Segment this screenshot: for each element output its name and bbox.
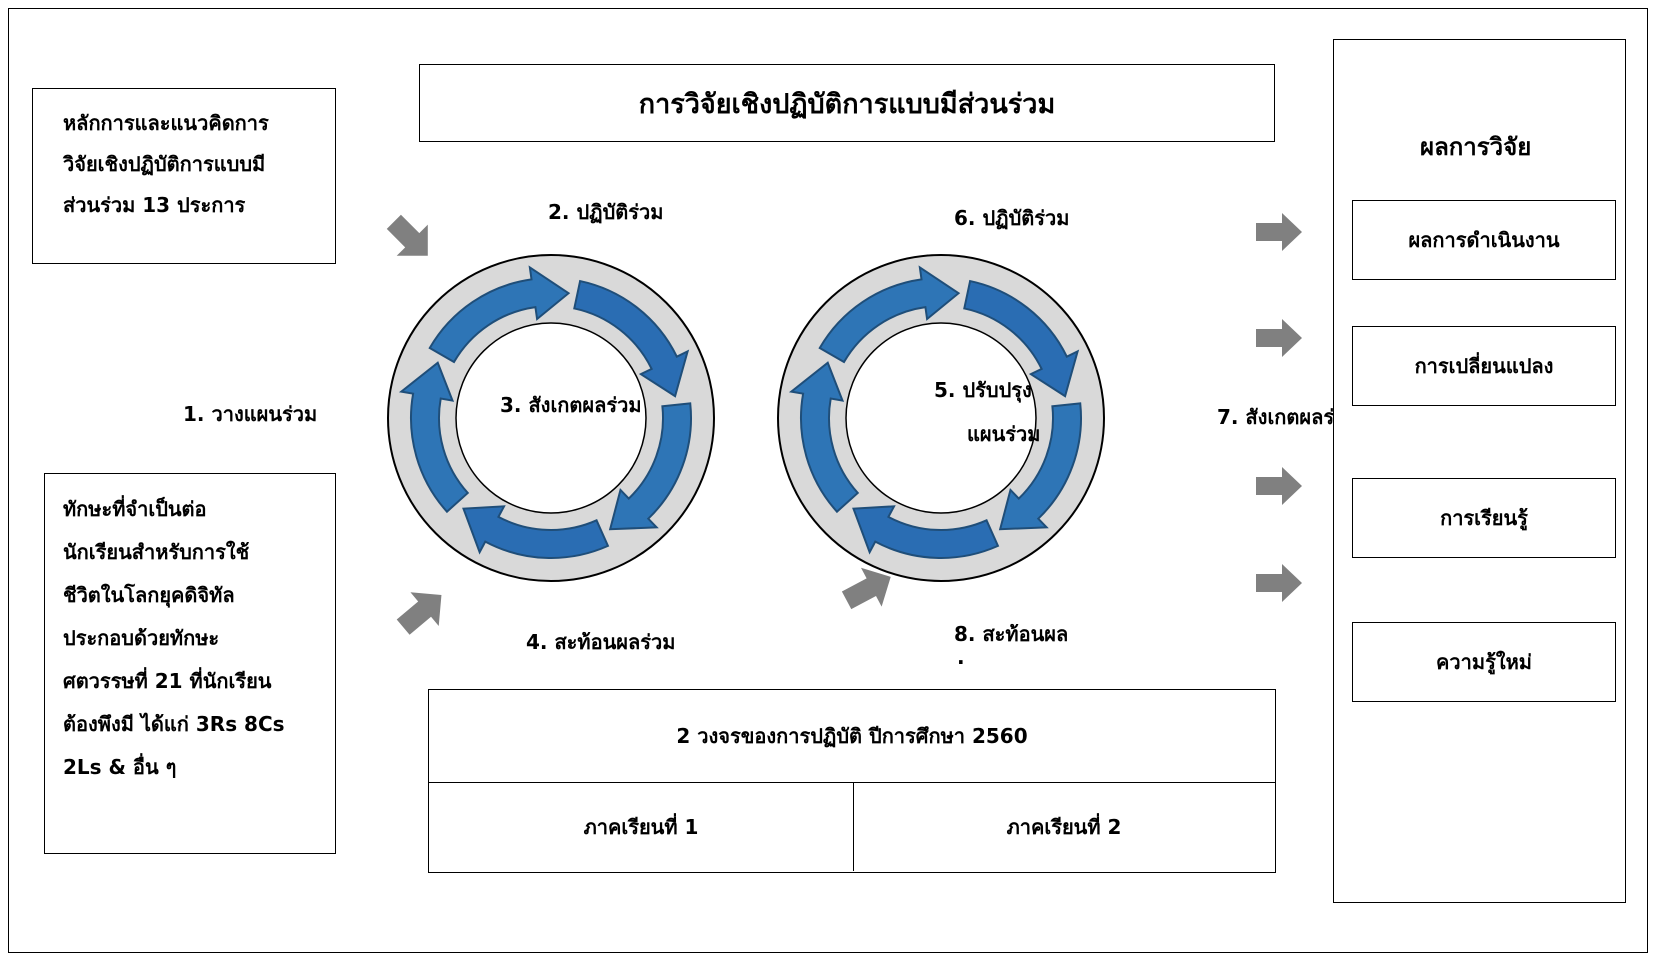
semester-2-label: ภาคเรียนที่ 2 [1006,815,1122,839]
skills-text: ทักษะที่จำเป็นต่อ นักเรียนสำหรับการใช้ ช… [63,497,285,779]
cycle-table-header-text: 2 วงจรของการปฏิบัติ ปีการศึกษา 2560 [676,724,1028,748]
step-8-label: 8. สะท้อนผล [954,622,1069,646]
semester-1-cell: ภาคเรียนที่ 1 [429,783,854,871]
right-cycle-arrow-3 [998,402,1082,531]
grey-arrow-between-cycles [841,567,891,610]
step-6-label: 6. ปฏิบัติร่วม [954,206,1070,230]
results-title: ผลการวิจัย [1420,133,1532,161]
semester-1-label: ภาคเรียนที่ 1 [583,815,699,839]
left-cycle-arrow-2 [573,279,690,398]
principles-text: หลักการและแนวคิดการ วิจัยเชิงปฏิบัติการแ… [63,111,269,217]
step-5-label-line2: แผนร่วม [967,422,1041,446]
semester-2-cell: ภาคเรียนที่ 2 [854,783,1274,871]
step-1-label: 1. วางแผนร่วม [183,402,318,426]
results-panel: ผลการวิจัย [1333,39,1626,903]
right-cycle-arrow-1 [818,265,961,364]
cycle-table: 2 วงจรของการปฏิบัติ ปีการศึกษา 2560 ภาคเ… [428,689,1276,873]
right-cycle-arrow-2 [963,279,1080,398]
step-5-label-line1: 5. ปรับปรุง [934,378,1032,402]
result-item-1: ผลการดำเนินงาน [1352,200,1616,280]
result-item-4: ความรู้ใหม่ [1352,622,1616,702]
left-cycle-arrow-4 [462,505,610,559]
skills-box: ทักษะที่จำเป็นต่อ นักเรียนสำหรับการใช้ ช… [44,473,336,854]
page-title: การวิจัยเชิงปฏิบัติการแบบมีส่วนร่วม [638,88,1056,120]
grey-arrow-principles [386,214,428,256]
grey-arrow-result-4 [1256,564,1302,602]
result-item-1-label: ผลการดำเนินงาน [1408,228,1560,252]
grey-arrow-skills [396,592,442,635]
right-cycle-arrow-5 [788,361,860,514]
left-cycle-arrow-1 [428,265,571,364]
step-2-label: 2. ปฏิบัติร่วม [548,200,664,224]
grey-arrow-result-2 [1256,319,1302,357]
grey-arrow-result-3 [1256,467,1302,505]
result-item-3: การเรียนรู้ [1352,478,1616,558]
left-cycle-arrow-3 [608,402,692,531]
grey-arrow-result-1 [1256,213,1302,251]
right-cycle-arrow-4 [852,505,1000,559]
left-cycle-arrows [398,265,692,559]
cycle-table-header: 2 วงจรของการปฏิบัติ ปีการศึกษา 2560 [429,690,1275,783]
title-box: การวิจัยเชิงปฏิบัติการแบบมีส่วนร่วม [419,64,1275,142]
result-item-2: การเปลี่ยนแปลง [1352,326,1616,406]
left-cycle-arrow-5 [398,361,470,514]
step-8-dot: . [957,645,965,669]
diagram-frame [8,8,1648,953]
step-3-label: 3. สังเกตผลร่วม [500,393,642,417]
result-item-3-label: การเรียนรู้ [1440,506,1528,530]
right-cycle-arrows [788,265,1082,559]
step-4-label: 4. สะท้อนผลร่วม [526,630,676,654]
principles-box: หลักการและแนวคิดการ วิจัยเชิงปฏิบัติการแ… [32,88,336,264]
result-item-4-label: ความรู้ใหม่ [1436,650,1532,674]
result-item-2-label: การเปลี่ยนแปลง [1414,354,1554,378]
